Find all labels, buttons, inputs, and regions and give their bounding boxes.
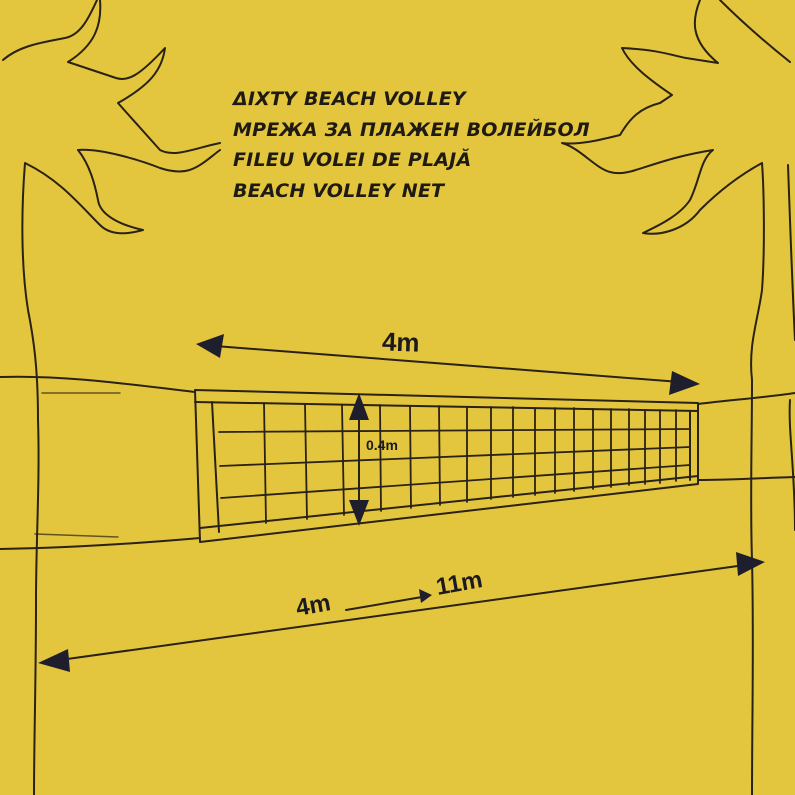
net-width-label: 4m [381,326,421,358]
top-guy-line [0,375,196,393]
arrowhead-up-icon [349,393,369,420]
span-min-label: 4m [293,589,333,622]
net-grid-columns [263,402,677,524]
product-title: ΔΙΧΤΥ BEACH VOLLEY МРЕЖА ЗА ПЛАЖЕН ВОЛЕЙ… [233,84,590,206]
bottom-guy-line [0,537,201,550]
span-dimension-line [59,564,746,661]
arrowhead-left-icon [196,334,224,358]
title-english: BEACH VOLLEY NET [233,179,445,202]
net-height-label: 0.4m [366,437,398,453]
arrowhead-adjust-icon [419,589,432,603]
arrowhead-span-right-icon [736,552,765,576]
arrowhead-span-left-icon [38,649,70,672]
arrowhead-right-icon [669,371,700,395]
top-guy-line-right [697,392,795,405]
arrowhead-down-icon [349,500,369,526]
net-grid-rows [218,428,691,499]
net-frame [194,389,699,543]
left-palm-tree-icon [2,0,221,795]
title-bulgarian: МРЕЖА ЗА ПЛАЖЕН ВОЛЕЙБОЛ [233,118,590,141]
title-romanian: FILEU VOLEI DE PLAJĂ [233,149,472,171]
width-dimension-line [214,345,681,383]
bottom-guy-line-right [697,476,795,481]
adjust-arrow-line [345,596,423,611]
title-greek: ΔΙΧΤΥ BEACH VOLLEY [233,88,466,110]
